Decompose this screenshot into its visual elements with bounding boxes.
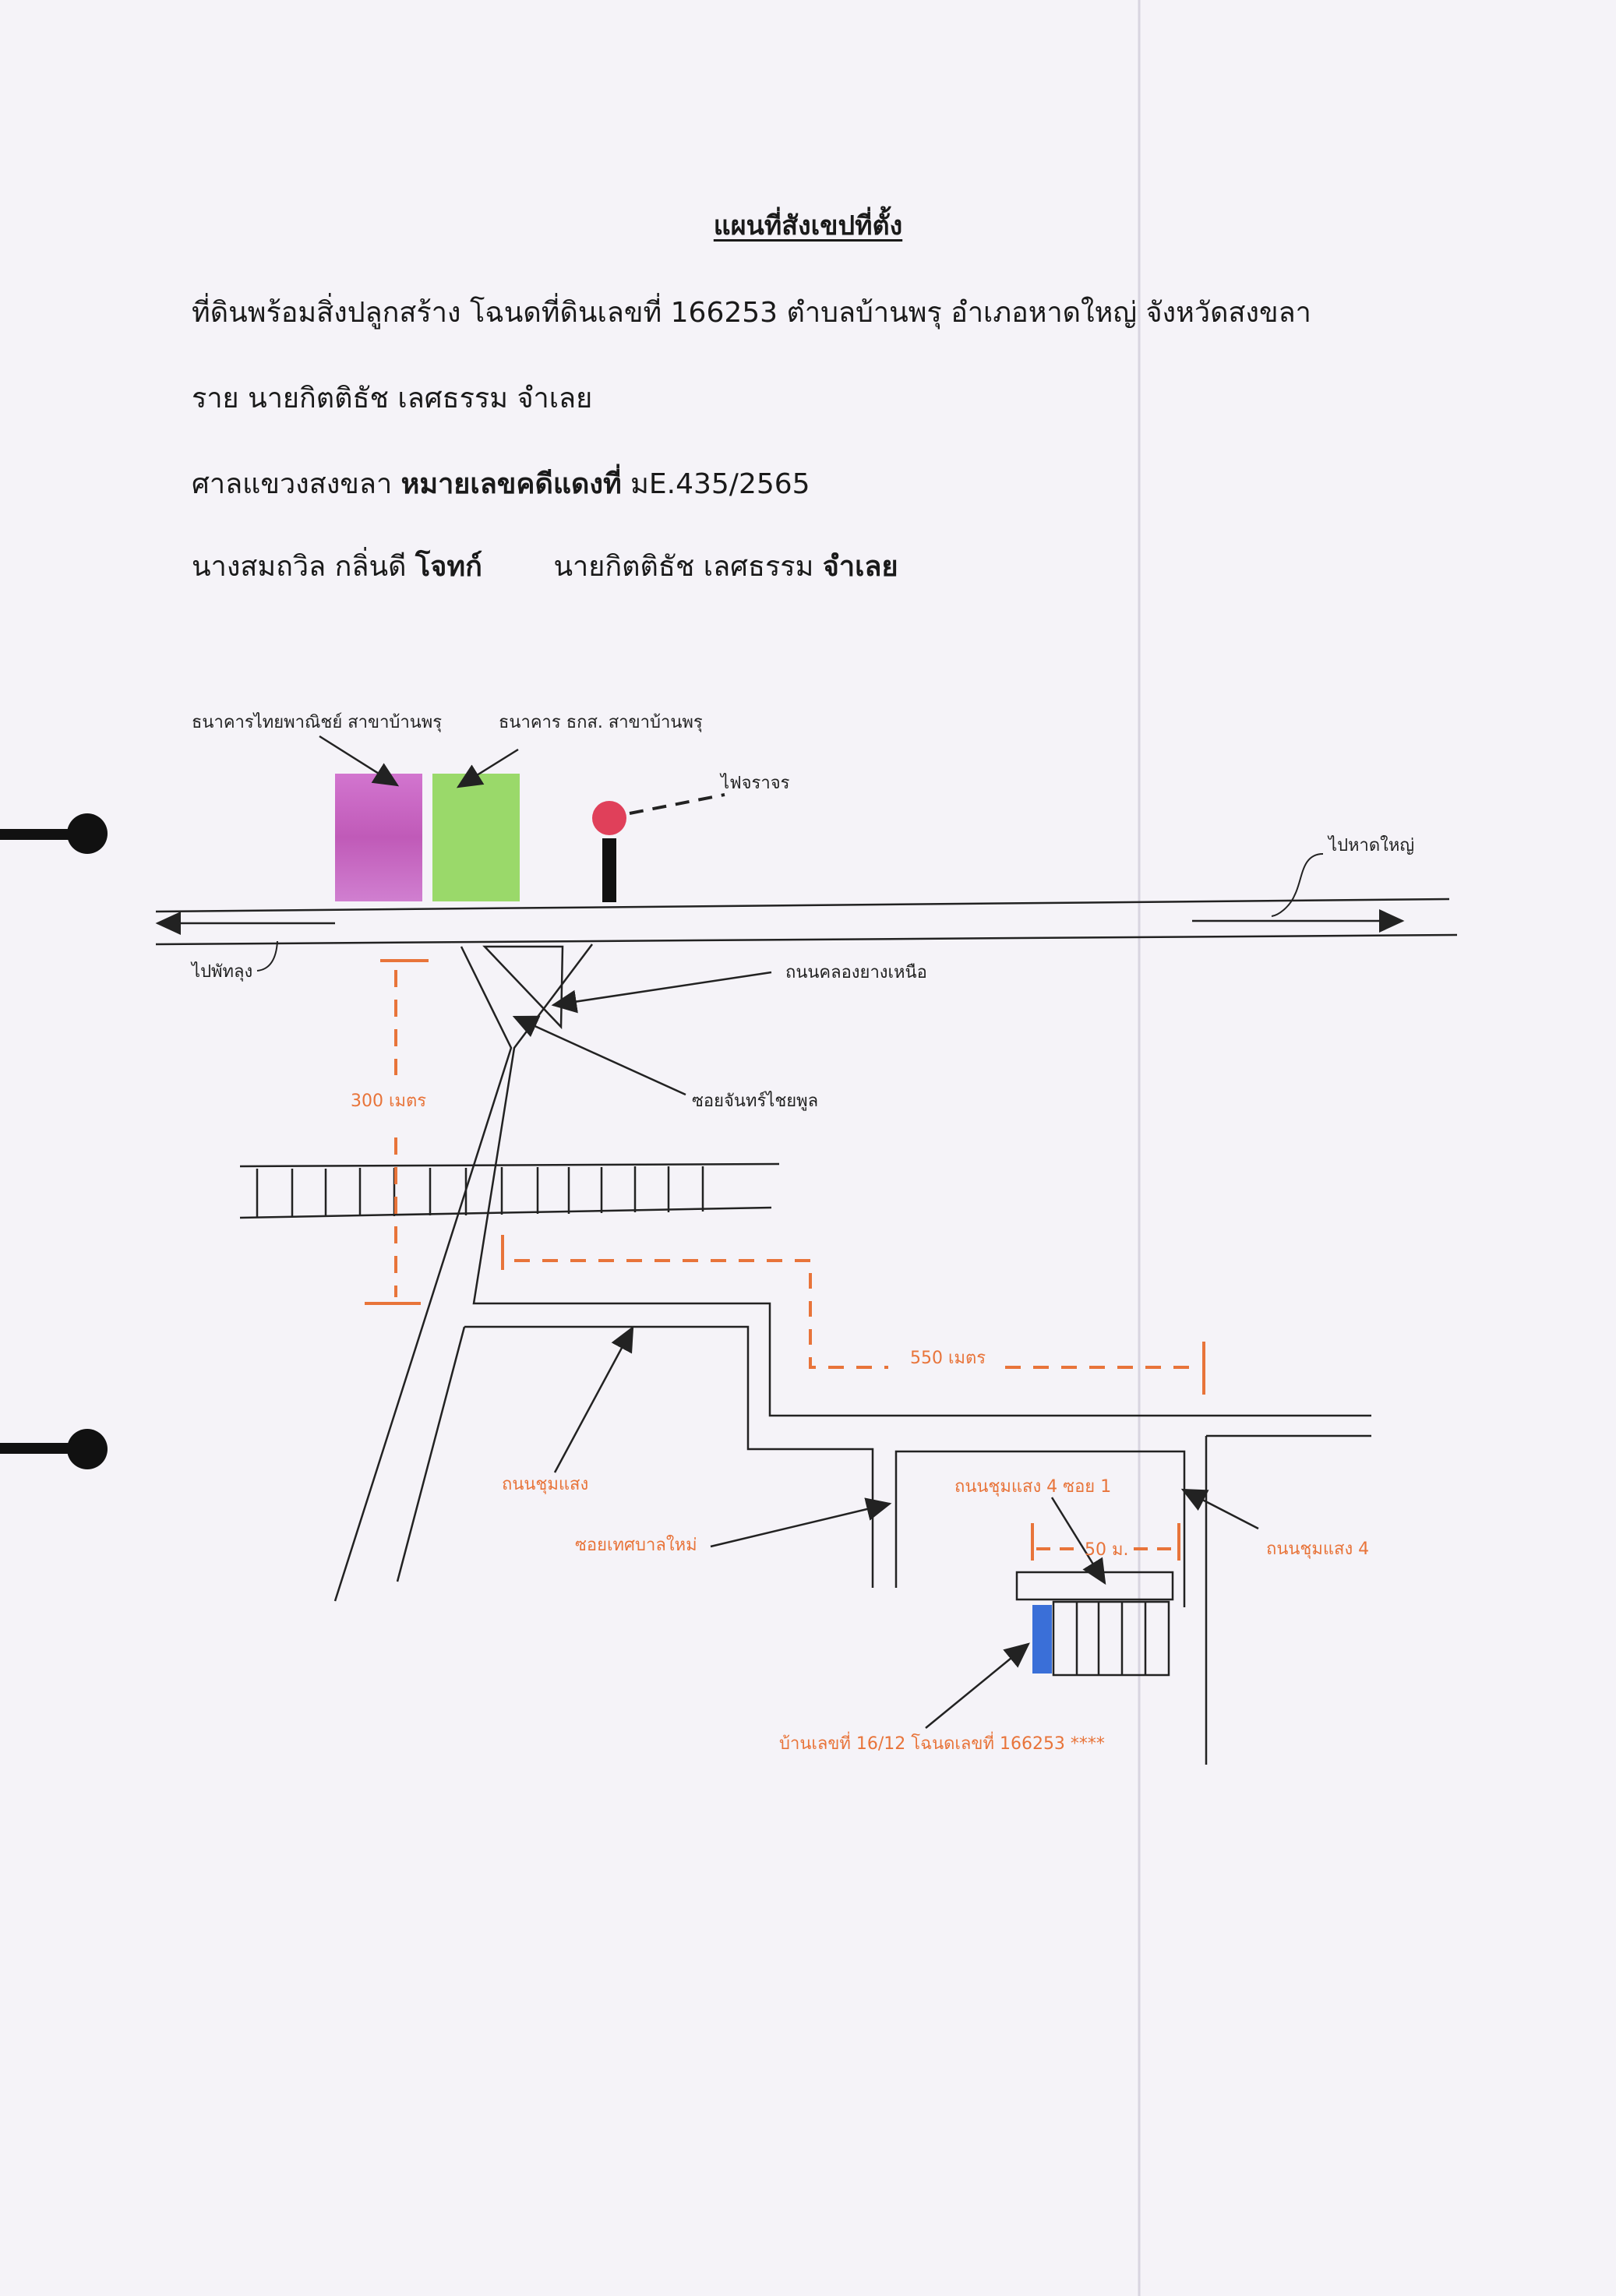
distance-550m-label: 550 เมตร xyxy=(910,1349,986,1368)
chum-saeng-road xyxy=(464,1325,874,1588)
page-title: แผนที่สังเขปที่ตั้ง xyxy=(713,210,903,242)
khlong-yang-nuea-label: ถนนคลองยางเหนือ xyxy=(785,963,927,982)
main-highway xyxy=(155,898,1450,913)
soi-thetsaban-mai-label: ซอยเทศบาลใหม่ xyxy=(575,1535,697,1555)
chum-saeng-label: ถนนชุมแสง xyxy=(502,1475,588,1494)
distance-300m-marker xyxy=(365,959,429,1305)
distance-50m-label: 50 ม. xyxy=(1085,1540,1128,1560)
scb-bank-building xyxy=(335,774,422,901)
court-case-line: ศาลแขวงสงขลา หมายเลขคดีแดงที่ มE.435/256… xyxy=(192,461,810,506)
binder-hole xyxy=(67,1429,108,1469)
target-house xyxy=(1015,1571,1174,1677)
plaintiff-role: โจทก์ xyxy=(415,551,482,583)
traffic-light-label: ไฟจราจร xyxy=(719,773,790,793)
binder-hole xyxy=(67,813,108,854)
chum-saeng-4-soi-1-label: ถนนชุมแสง 4 ซอย 1 xyxy=(954,1477,1111,1497)
railway-track xyxy=(239,1162,780,1219)
property-description: ที่ดินพร้อมสิ่งปลูกสร้าง โฉนดที่ดินเลขที… xyxy=(192,297,1311,329)
chum-saeng-4-label: ถนนชุมแสง 4 xyxy=(1266,1539,1369,1559)
scb-bank-label: ธนาคารไทยพาณิชย์ สาขาบ้านพรุ xyxy=(192,712,442,732)
to-phatthalung-label: ไปพัทลุง xyxy=(190,961,252,982)
defendant-role: จำเลย xyxy=(822,551,898,583)
case-number-label: หมายเลขคดีแดงที่ xyxy=(400,468,622,500)
house-label: บ้านเลขที่ 16/12 โฉนดเลขที่ 166253 **** xyxy=(779,1731,1105,1754)
baac-bank-building xyxy=(432,774,520,901)
parties-line: นางสมถวิล กลิ่นดี โจทก์ นายกิตติธัช เลศธ… xyxy=(192,544,898,588)
khlong-yang-nuea-road xyxy=(472,943,1371,1417)
defendant-name: นายกิตติธัช เลศธรรม xyxy=(482,551,823,583)
distance-550m-marker xyxy=(501,1235,1205,1395)
traffic-light-icon xyxy=(592,801,626,835)
defendant-line: ราย นายกิตติธัช เลศธรรม จำเลย xyxy=(192,383,593,414)
chum-saeng-4-soi-1 xyxy=(894,1450,1186,1607)
distance-300m-label: 300 เมตร xyxy=(351,1092,426,1111)
court-name: ศาลแขวงสงขลา xyxy=(192,468,401,500)
distance-50m-marker xyxy=(1031,1523,1180,1561)
soi-chan-chai-phun-label: ซอยจันทร์ไชยพูล xyxy=(692,1091,818,1111)
case-number: มE.435/2565 xyxy=(621,468,810,500)
to-hatyai-label: ไปหาดใหญ่ xyxy=(1327,835,1414,855)
baac-bank-label: ธนาคาร ธกส. สาขาบ้านพรุ xyxy=(499,713,703,732)
plaintiff-name: นางสมถวิล กลิ่นดี xyxy=(192,551,415,583)
